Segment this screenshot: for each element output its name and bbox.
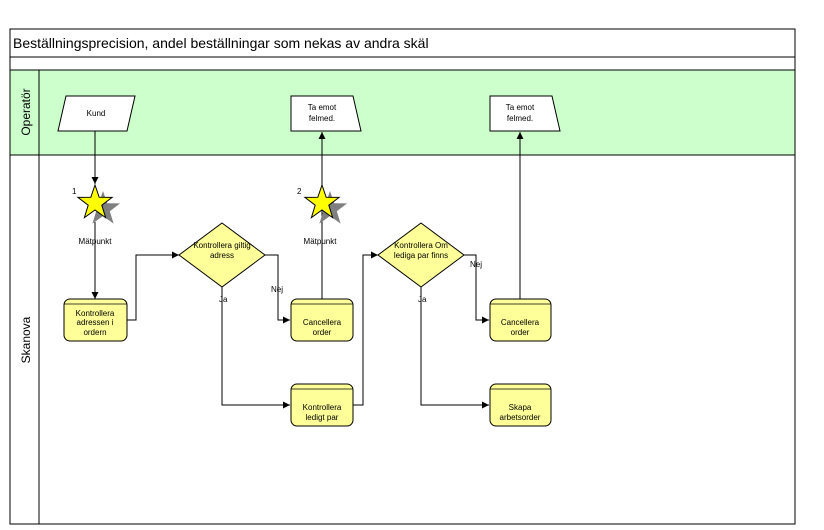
node-label: Kontrollera giltig [193, 241, 250, 250]
connector [221, 287, 290, 409]
process-kontrollera-ledigt-par: Kontrollera ledigt par [290, 383, 354, 427]
output-node-ta-emot-felmed-1: Ta emot felmed. [290, 95, 362, 132]
process-kontrollera-adressen: Kontrollera adressen i ordern [63, 298, 128, 342]
node-label: Kontrollera Om [394, 241, 448, 250]
node-label: Kontrollera [76, 309, 115, 318]
node-label: felmed. [507, 114, 533, 123]
node-label: felmed. [309, 114, 335, 123]
star-shadow-icon [85, 191, 121, 224]
external-node-kund: Kund [57, 95, 136, 132]
node-label: Kund [87, 109, 106, 118]
node-label: Ta emot [308, 103, 337, 112]
output-node-ta-emot-felmed-2: Ta emot felmed. [489, 95, 561, 132]
star-icon [303, 183, 341, 219]
node-label: Ta emot [506, 103, 535, 112]
diagram-title: Beställningsprecision, andel beställning… [13, 35, 429, 51]
decision-kontrollera-giltig-adress: Kontrollera giltig adress [178, 222, 266, 288]
connector [420, 287, 489, 409]
process-skapa-arbetsorder: Skapa arbetsorder [489, 383, 552, 427]
node-label: adressen i [77, 318, 114, 327]
measure-point-number: 1 [72, 187, 77, 196]
node-label: order [511, 328, 530, 337]
measure-point-label: Mätpunkt [79, 237, 113, 246]
edge-label-nej: Nej [271, 285, 283, 294]
node-label: ordern [83, 328, 106, 337]
measure-point-number: 2 [297, 187, 302, 196]
node-label: arbetsorder [500, 413, 541, 422]
process-cancellera-order-1: Cancellera order [290, 298, 354, 342]
lane-label-operator: Operatör [19, 88, 33, 135]
node-label: ledigt par [306, 413, 339, 422]
node-label: Skapa [509, 403, 532, 412]
connector [464, 254, 489, 324]
node-label: order [313, 328, 332, 337]
node-label: adress [210, 251, 234, 260]
edge-label-ja: Ja [219, 295, 228, 304]
operator-lane [9, 69, 796, 156]
node-label: Cancellera [303, 318, 342, 327]
connector [353, 251, 378, 406]
star-shadow-icon [312, 191, 348, 224]
lane-label-skanova: Skanova [19, 316, 33, 363]
edge-label-nej: Nej [470, 260, 482, 269]
connector [265, 254, 290, 324]
connector [127, 251, 179, 321]
node-label: Kontrollera [303, 403, 342, 412]
edge-label-ja: Ja [418, 295, 427, 304]
measure-point-label: Mätpunkt [304, 237, 338, 246]
measure-point-1: 1 Mätpunkt [72, 183, 121, 246]
star-icon [76, 183, 114, 219]
decision-kontrollera-om-lediga-par: Kontrollera Om lediga par finns [377, 222, 465, 288]
process-cancellera-order-2: Cancellera order [489, 298, 552, 342]
node-label: Cancellera [501, 318, 540, 327]
skanova-lane [9, 154, 796, 525]
node-label: lediga par finns [394, 251, 448, 260]
measure-point-2: 2 Mätpunkt [297, 183, 348, 246]
